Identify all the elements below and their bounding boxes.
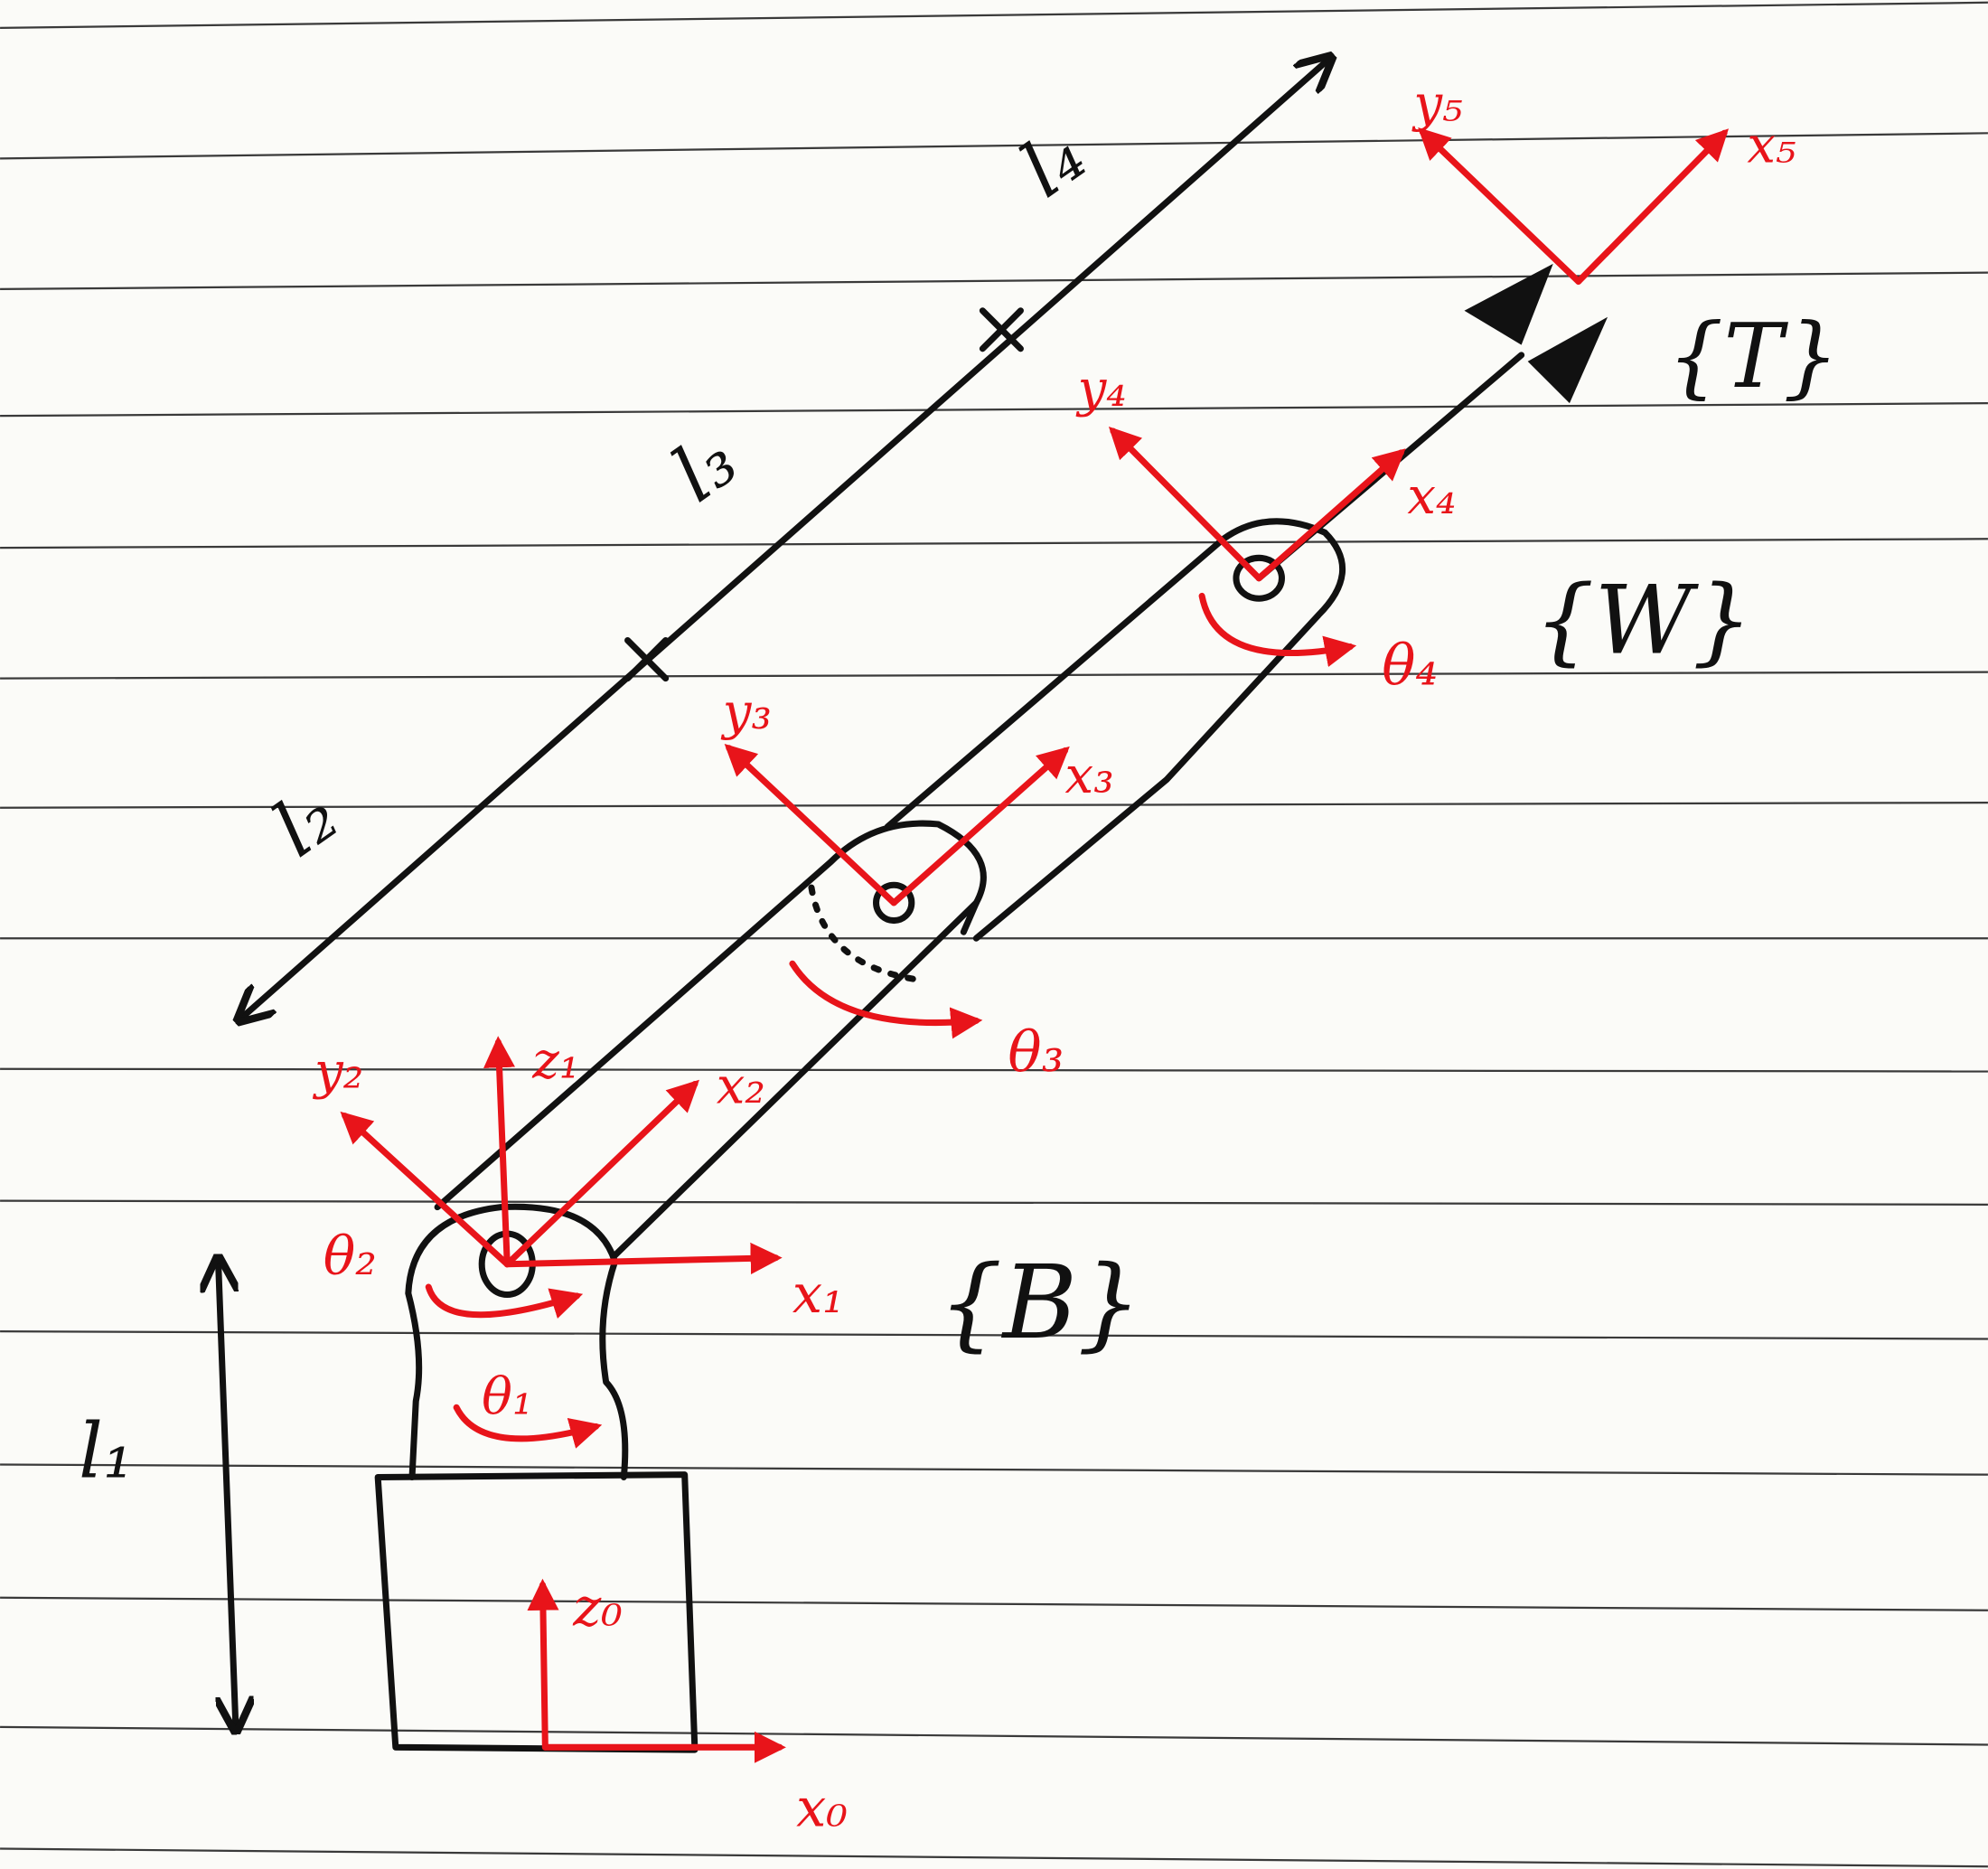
l1-dimension (218, 1258, 236, 1731)
axis-y3 (724, 743, 897, 906)
theta4-arc (1198, 592, 1357, 667)
axis-z0 (527, 1578, 559, 1751)
label-l4: l₄ (1005, 110, 1101, 214)
frame-labels: z₀ x₀ x₁ z₁ x₂ y₂ θ₁ θ₂ x₃ y₃ θ₃ x₄ y₄ θ… (312, 74, 1796, 1838)
gripper-jaw-lower (1527, 316, 1608, 404)
axis-x1 (503, 1242, 783, 1274)
axis-x5 (1575, 128, 1730, 285)
theta3-arc (789, 960, 983, 1039)
label-x3: x₃ (1065, 747, 1114, 805)
frame-B-label: {B} (938, 1244, 1141, 1362)
label-z0: z₀ (572, 1576, 623, 1639)
frame-W-label: {W} (1534, 565, 1753, 676)
label-theta1: θ₁ (482, 1367, 532, 1426)
label-l1: l₁ (79, 1406, 134, 1495)
label-x0: x₀ (796, 1776, 848, 1838)
dimension-lines (218, 57, 1331, 1731)
axis-y2 (340, 1111, 511, 1268)
label-theta4: θ₄ (1382, 634, 1438, 699)
base-box (374, 1471, 699, 1753)
label-y4: y₄ (1075, 360, 1127, 418)
label-l2: l₂ (258, 770, 353, 874)
l2-l4-dimension (239, 57, 1331, 1020)
theta2-arc (425, 1283, 584, 1319)
frame-T-label: {T} (1667, 305, 1839, 409)
label-x2: x₂ (717, 1057, 765, 1116)
axis-z1 (483, 1036, 516, 1268)
coordinate-frames (340, 127, 1730, 1763)
axis-y5 (1418, 127, 1582, 285)
label-x1: x₁ (792, 1263, 844, 1325)
label-y5: y₅ (1411, 74, 1462, 133)
label-y2: y₂ (312, 1042, 363, 1101)
gripper-jaw-upper (1464, 263, 1553, 345)
axis-x3 (890, 746, 1070, 906)
label-y3: y₃ (720, 683, 772, 742)
label-z1: z₁ (531, 1032, 579, 1091)
theta1-arc (453, 1404, 603, 1449)
label-x4: x₄ (1407, 467, 1456, 526)
label-theta3: θ₃ (1008, 1020, 1064, 1085)
axis-y4 (1108, 427, 1262, 582)
tick-l2-l3 (624, 637, 670, 682)
tick-l3-l4 (979, 307, 1024, 352)
axis-x4 (1255, 448, 1406, 582)
label-l3: l₃ (657, 415, 753, 519)
label-theta2: θ₂ (324, 1225, 377, 1287)
label-x5: x₅ (1747, 117, 1796, 175)
axis-x2 (503, 1079, 699, 1268)
link-2 (884, 518, 1346, 942)
